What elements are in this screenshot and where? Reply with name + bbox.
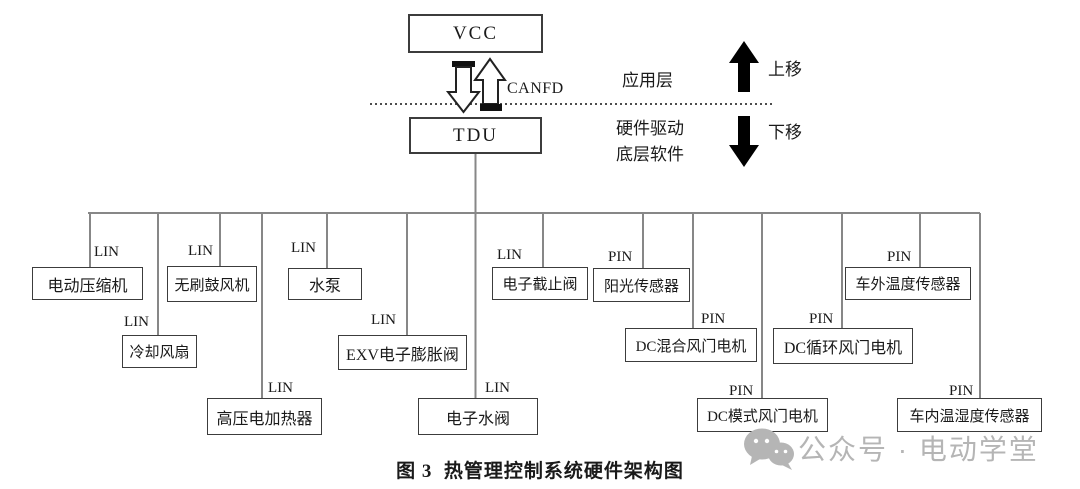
bus-type-label: LIN bbox=[485, 380, 510, 396]
node-label: 电动压缩机 bbox=[47, 277, 128, 295]
node-label: 车内温湿度传感器 bbox=[909, 408, 1030, 425]
node-label: 高压电加热器 bbox=[216, 410, 313, 428]
bus-type-label: LIN bbox=[94, 244, 119, 260]
node-label: 阳光传感器 bbox=[603, 278, 679, 295]
vcc-box: VCC bbox=[408, 14, 543, 53]
bus-type-label: LIN bbox=[268, 380, 293, 396]
bus-type-label: LIN bbox=[371, 312, 396, 328]
bus-type-label: PIN bbox=[701, 311, 726, 327]
node-label: DC混合风门电机 bbox=[635, 338, 747, 355]
node-inside-temp-humidity-sensor: 车内温湿度传感器 bbox=[897, 398, 1042, 432]
bus-type-label: PIN bbox=[887, 249, 912, 265]
bus-type-label: PIN bbox=[949, 383, 974, 399]
wechat-icon bbox=[744, 428, 794, 470]
node-label: 电子截止阀 bbox=[502, 277, 578, 293]
bus-type-label: PIN bbox=[608, 249, 633, 265]
node-label: DC循环风门电机 bbox=[783, 340, 903, 357]
bus-type-label: LIN bbox=[291, 240, 316, 256]
watermark-text: 公众号 · 电动学堂 bbox=[798, 434, 1039, 465]
node-dc-mode-damper-motor: DC模式风门电机 bbox=[697, 398, 828, 432]
node-label: 无刷鼓风机 bbox=[174, 277, 250, 294]
canfd-up-arrow-icon bbox=[473, 57, 507, 111]
move-up-arrow-icon bbox=[729, 41, 759, 92]
low-sw-label: 底层软件 bbox=[616, 145, 684, 164]
tdu-label: TDU bbox=[452, 124, 499, 146]
bus-type-label: PIN bbox=[729, 383, 754, 399]
node-electric-water-valve: 电子水阀 bbox=[418, 398, 538, 435]
node-hv-heater: 高压电加热器 bbox=[207, 398, 322, 435]
node-water-pump: 水泵 bbox=[288, 268, 362, 300]
node-exv-expansion-valve: EXV电子膨胀阀 bbox=[338, 335, 467, 370]
node-label: 车外温度传感器 bbox=[855, 277, 961, 293]
node-outside-temperature-sensor: 车外温度传感器 bbox=[845, 267, 971, 300]
node-brushless-blower: 无刷鼓风机 bbox=[167, 266, 257, 302]
canfd-label: CANFD bbox=[507, 80, 564, 97]
bus-type-label: LIN bbox=[188, 243, 213, 259]
node-label: 冷却风扇 bbox=[129, 345, 190, 361]
canfd-down-arrow-icon bbox=[445, 61, 482, 114]
figure-caption: 图 3 热管理控制系统硬件架构图 bbox=[396, 461, 684, 482]
node-dc-mix-damper-motor: DC混合风门电机 bbox=[625, 328, 757, 362]
move-down-arrow-icon bbox=[729, 116, 759, 167]
node-electric-shutoff-valve: 电子截止阀 bbox=[492, 267, 588, 300]
node-dc-recirculation-damper-motor: DC循环风门电机 bbox=[773, 328, 913, 364]
move-up-label: 上移 bbox=[768, 60, 802, 79]
node-label: EXV电子膨胀阀 bbox=[346, 346, 459, 364]
tdu-box: TDU bbox=[409, 117, 542, 154]
bus-type-label: PIN bbox=[809, 311, 834, 327]
move-down-label: 下移 bbox=[768, 123, 802, 142]
bus-type-label: LIN bbox=[497, 247, 522, 263]
node-label: 水泵 bbox=[308, 278, 341, 295]
app-layer-label: 应用层 bbox=[622, 71, 673, 90]
node-sunlight-sensor: 阳光传感器 bbox=[593, 268, 690, 302]
node-cooling-fan: 冷却风扇 bbox=[122, 335, 197, 368]
bus-type-label: LIN bbox=[124, 314, 149, 330]
vcc-label: VCC bbox=[452, 22, 499, 44]
node-label: 电子水阀 bbox=[445, 410, 510, 428]
node-electric-compressor: 电动压缩机 bbox=[32, 267, 143, 300]
hw-driver-label: 硬件驱动 bbox=[616, 119, 684, 138]
node-label: DC模式风门电机 bbox=[707, 408, 818, 425]
